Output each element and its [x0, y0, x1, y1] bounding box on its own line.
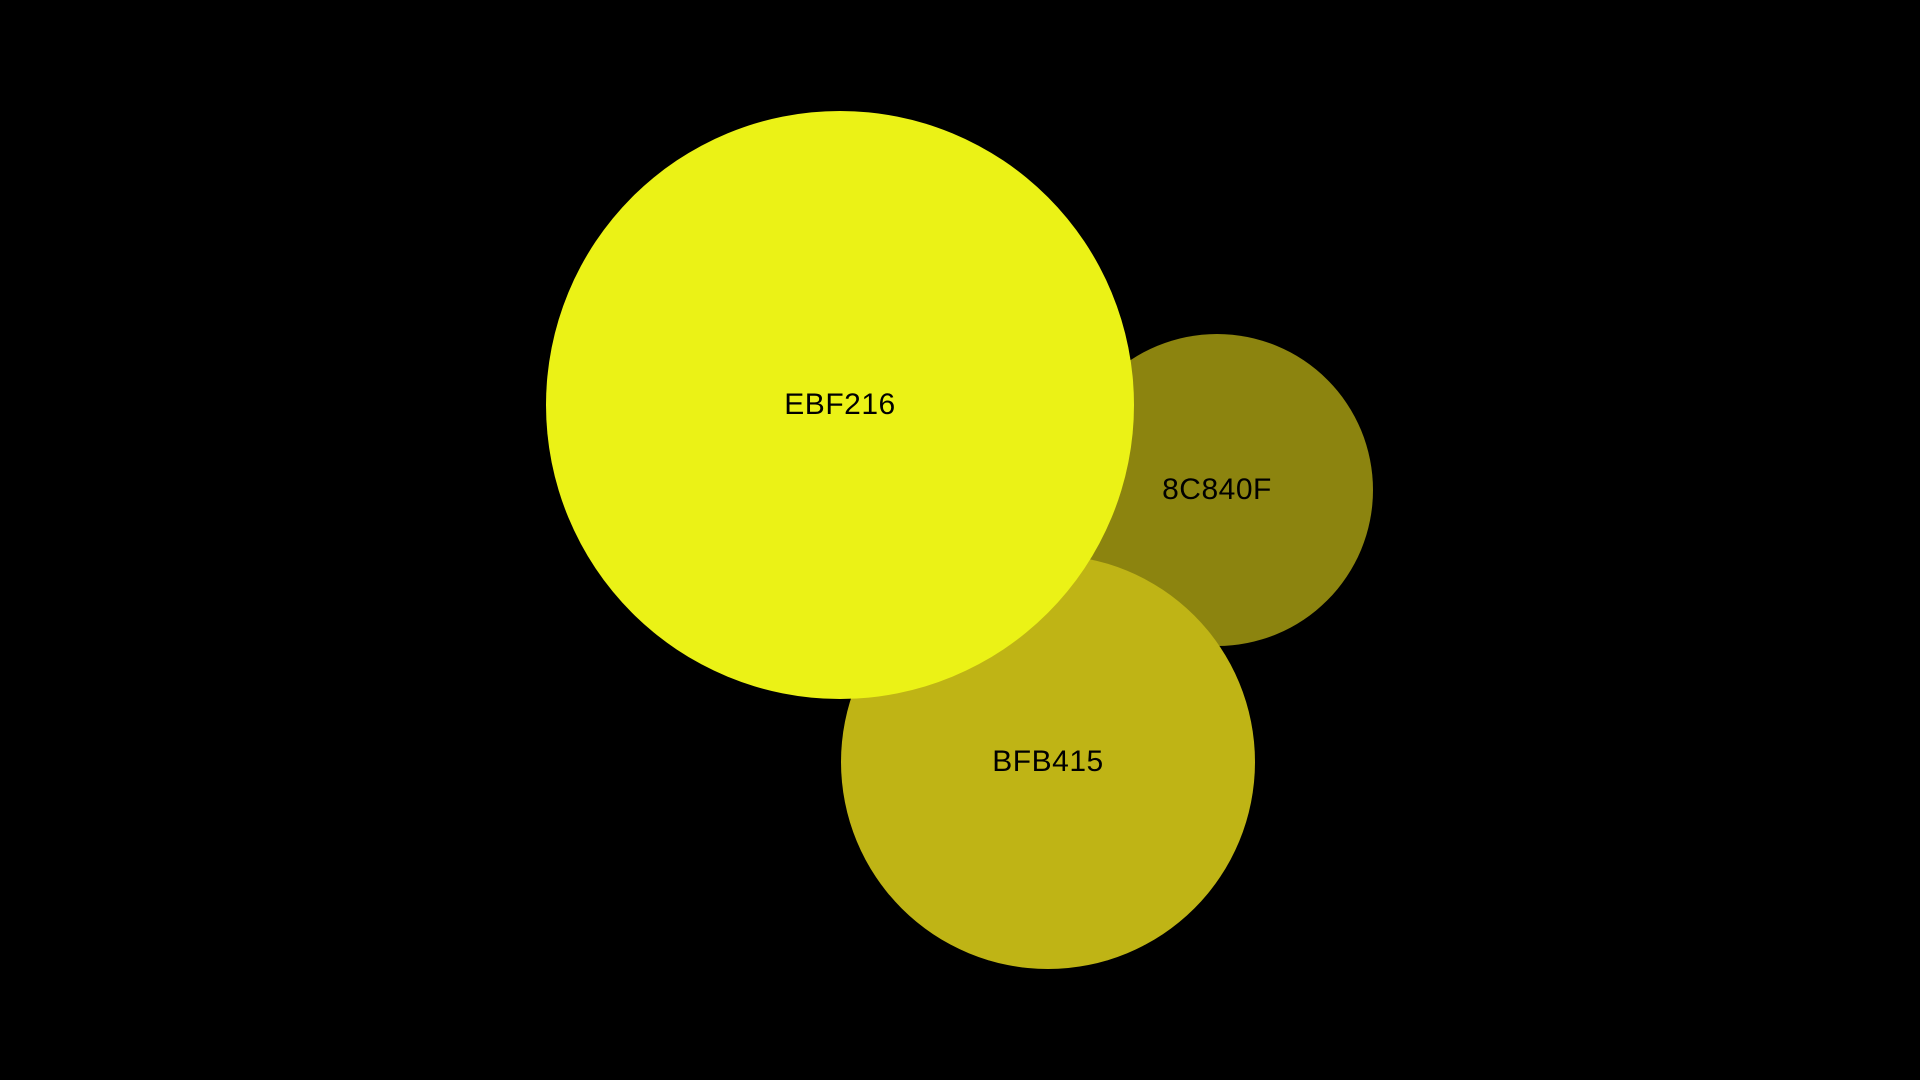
swatch-hex-label: 8C840F — [1162, 473, 1272, 506]
swatch-hex-label: EBF216 — [784, 388, 896, 421]
swatch-hex-label: BFB415 — [992, 745, 1104, 778]
color-swatch-ebf216: EBF216 — [546, 111, 1134, 699]
